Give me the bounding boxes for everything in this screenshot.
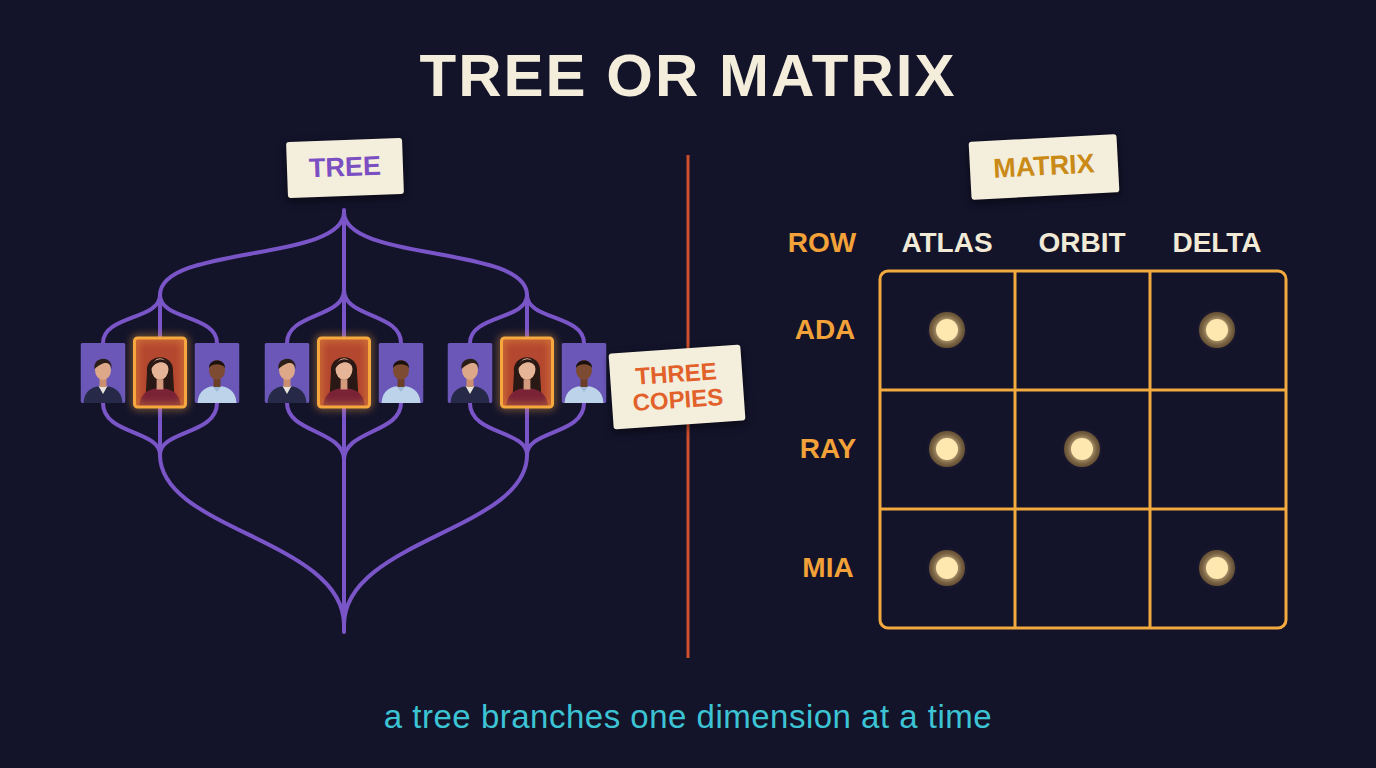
dot-glow xyxy=(929,550,965,586)
column-header: DELTA xyxy=(1172,227,1261,259)
matrix-dot xyxy=(936,319,958,341)
dot-glow xyxy=(1199,550,1235,586)
avatar-card xyxy=(195,343,240,403)
matrix-dot xyxy=(936,557,958,579)
avatar-card xyxy=(265,343,310,403)
title: TREE OR MATRIX xyxy=(420,41,957,110)
tree-branch xyxy=(527,403,584,455)
row-label: ADA xyxy=(795,314,856,346)
tree-branch xyxy=(344,212,527,295)
matrix-dots xyxy=(929,312,1235,586)
tree-branch xyxy=(344,290,401,343)
tree-branch xyxy=(344,455,527,625)
caption: a tree branches one dimension at a time xyxy=(384,698,992,736)
dot-glows xyxy=(929,312,1235,586)
tree-branch xyxy=(287,403,344,460)
avatar-card xyxy=(562,343,607,403)
row-label: MIA xyxy=(802,552,853,584)
grid-line xyxy=(880,389,1286,392)
matrix-dot xyxy=(1206,319,1228,341)
avatar-card xyxy=(81,343,126,403)
tree-branch xyxy=(160,455,344,625)
label-tag: MATRIX xyxy=(969,134,1120,200)
matrix-dot xyxy=(1071,438,1093,460)
tree-trunk xyxy=(342,210,346,632)
tree-branch xyxy=(160,295,217,343)
tree-branch xyxy=(158,295,162,338)
tree-branch xyxy=(527,295,584,343)
avatar-card xyxy=(502,339,553,407)
tag-text: THREE COPIES xyxy=(615,357,738,417)
label-tag: TREE xyxy=(286,138,404,198)
tree-branch xyxy=(158,407,162,455)
tree-branch xyxy=(470,295,527,343)
avatar-card xyxy=(448,343,493,403)
tree-branch xyxy=(525,295,529,338)
avatar-cards xyxy=(81,338,607,407)
highlight-frame xyxy=(135,338,186,407)
avatar-card xyxy=(379,343,424,403)
grid-border xyxy=(880,271,1286,628)
grid-line xyxy=(1149,271,1152,628)
column-header: ORBIT xyxy=(1038,227,1125,259)
tree-branch xyxy=(103,403,160,455)
tree-branch xyxy=(344,403,401,460)
tree-branch xyxy=(103,295,160,343)
column-header: ROW xyxy=(788,227,856,259)
tree-branches xyxy=(103,210,584,632)
dots xyxy=(936,319,1228,579)
tag-text: TREE xyxy=(308,152,381,184)
dot-glow xyxy=(929,312,965,348)
highlight-frame xyxy=(502,338,553,407)
matrix-grid xyxy=(880,271,1286,628)
avatar-card xyxy=(319,339,370,407)
tree-branch xyxy=(287,290,344,343)
grid-line xyxy=(880,508,1286,511)
dot-glow xyxy=(1064,431,1100,467)
row-label: RAY xyxy=(800,433,857,465)
label-tag: THREE COPIES xyxy=(609,344,746,429)
highlight-frames xyxy=(135,338,553,407)
tree-branch xyxy=(160,403,217,455)
grid-line xyxy=(1014,271,1017,628)
dot-glow xyxy=(929,431,965,467)
highlight-frame xyxy=(319,338,370,407)
column-header: ATLAS xyxy=(901,227,992,259)
matrix-dot xyxy=(1206,557,1228,579)
tree-branch xyxy=(525,407,529,455)
avatar-card xyxy=(135,339,186,407)
matrix-dot xyxy=(936,438,958,460)
dot-glow xyxy=(1199,312,1235,348)
tag-text: MATRIX xyxy=(993,150,1096,184)
tree-branch xyxy=(160,212,344,295)
tree-branch xyxy=(470,403,527,455)
